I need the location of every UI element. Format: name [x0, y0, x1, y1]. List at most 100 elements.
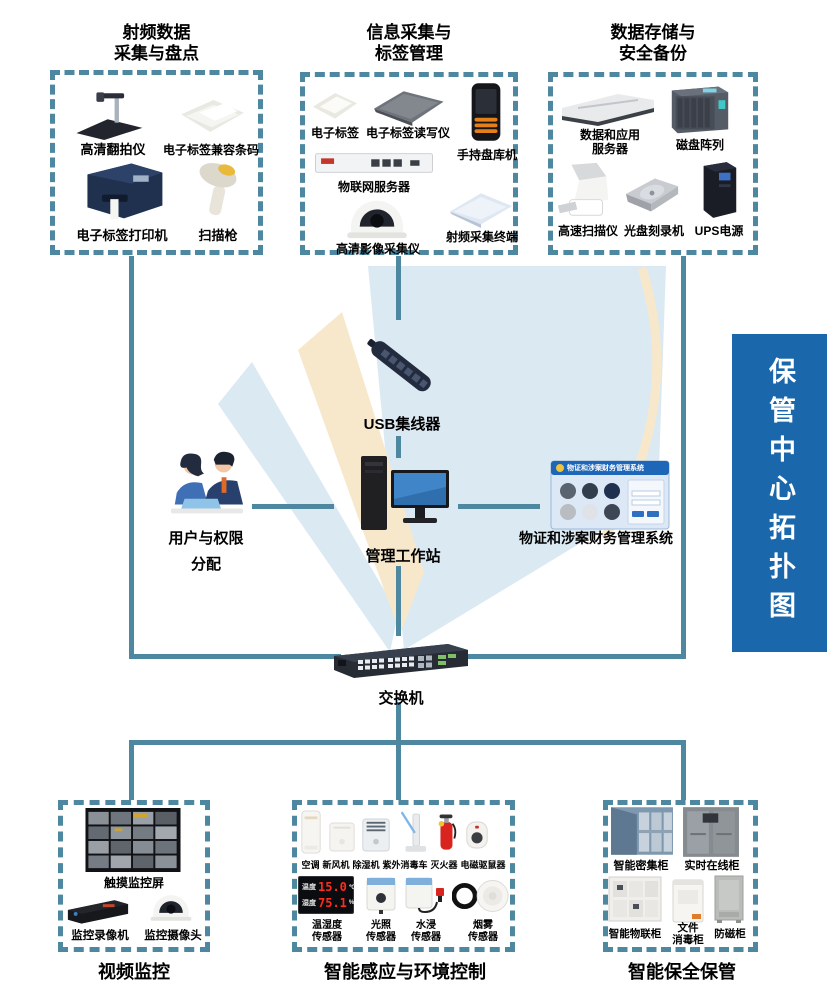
- group-title-line: 射频数据: [122, 23, 191, 42]
- device-label: 监控摄像头: [144, 930, 202, 942]
- switch-label: 交换机: [378, 690, 424, 707]
- rfid-labels-icon: [168, 92, 254, 140]
- device-label: 高速扫描仪: [557, 224, 618, 238]
- rfid-antenna-icon: [442, 186, 520, 228]
- sensor-label: 水浸 传感器: [404, 920, 448, 944]
- connector-line: [129, 740, 134, 800]
- handheld-terminal-icon: [464, 80, 508, 144]
- connector-line: [129, 740, 686, 745]
- group-title-info-label: 信息采集与 标签管理: [300, 22, 518, 64]
- device-label: UPS电源: [694, 224, 744, 238]
- user-rights-label-line: 分配: [190, 555, 221, 573]
- temp-label: 温度: [302, 884, 316, 892]
- device-label: 电子标签打印机: [76, 228, 168, 243]
- sensor-label-line: 传感器: [411, 931, 441, 943]
- device-label: 高清影像采集仪: [335, 242, 420, 256]
- ups-icon: [694, 160, 742, 220]
- rodent-repeller-icon: [464, 818, 490, 852]
- network-switch-icon: [330, 636, 472, 686]
- group-title-line: 安全备份: [619, 44, 687, 63]
- connector-line: [129, 256, 134, 656]
- device-label: 扫描枪: [198, 228, 238, 243]
- usb-hub-icon: [356, 322, 444, 410]
- humidity-unit: %: [348, 899, 355, 906]
- bottom-group-title: 智能感应与环境控制: [324, 962, 486, 982]
- barcode-scanner-icon: [192, 158, 244, 222]
- uv-cart-icon: [396, 808, 428, 854]
- device-label: 实时在线柜: [684, 860, 740, 872]
- device-label: 智能密集柜: [613, 860, 669, 872]
- dome-camera-icon: [340, 194, 414, 242]
- humidity-value: 75.1: [318, 895, 347, 910]
- connector-line: [396, 740, 401, 800]
- temp-unit: ℃: [348, 884, 356, 891]
- group-title-line: 采集与盘点: [114, 44, 199, 63]
- sensor-label: 光照 传感器: [360, 920, 402, 944]
- device-label-line: 消毒柜: [672, 934, 704, 947]
- sensor-label-line: 烟雾: [473, 920, 493, 931]
- appliance-label: 灭火器: [430, 860, 458, 870]
- user-rights-label: 用户与权限 分配: [146, 530, 266, 573]
- device-label-line: 数据和应用: [579, 128, 640, 142]
- sensor-label-line: 传感器: [468, 931, 498, 943]
- high-speed-scanner-icon: [554, 160, 618, 220]
- appliance-label: 空调: [301, 860, 320, 870]
- cctv-wall-icon: [84, 808, 182, 872]
- rack-server-icon: [556, 90, 660, 126]
- usb-hub-label: USB集线器: [363, 416, 441, 433]
- humidity-label: 湿度: [302, 899, 316, 907]
- workstation-pc-icon: [352, 452, 454, 544]
- rfid-label-icon: [308, 88, 362, 122]
- device-label: 磁盘阵列: [675, 138, 724, 152]
- iot-cabinet-icon: [608, 876, 662, 922]
- group-title-line: 标签管理: [375, 44, 443, 63]
- label-printer-icon: [78, 158, 170, 222]
- title-banner: 保管中心拓扑图: [732, 334, 827, 652]
- sensor-label-line: 水浸: [416, 920, 436, 931]
- sensor-label-line: 传感器: [366, 931, 396, 943]
- group-box-secure-storage: [603, 800, 758, 952]
- appliance-label: 电磁驱鼠器: [460, 860, 506, 870]
- appliance-label: 新风机: [322, 860, 350, 870]
- device-label: 高清翻拍仪: [80, 142, 146, 157]
- document-camera-icon: [68, 88, 156, 140]
- connector-line: [462, 654, 686, 659]
- device-label-line: 服务器: [591, 142, 628, 157]
- connector-line: [396, 256, 401, 320]
- fresh-air-unit-icon: [328, 820, 356, 854]
- device-label: 数据和应用 服务器: [562, 128, 658, 156]
- device-label: 光盘刻录机: [623, 224, 684, 238]
- software-window-title: 物证和涉案财务管理系统: [567, 465, 644, 472]
- connector-line: [681, 256, 686, 656]
- dome-camera-icon: [148, 886, 194, 928]
- group-title-storage-backup: 数据存储与 安全备份: [548, 22, 758, 64]
- user-rights-label-line: 用户与权限: [168, 530, 244, 547]
- group-title-rfid-collection: 射频数据 采集与盘点: [50, 22, 263, 64]
- device-label: 电子标签读写仪: [365, 126, 450, 140]
- sensor-label-line: 温湿度: [312, 920, 342, 931]
- group-box-video-surveillance: [58, 800, 210, 952]
- group-box-sensing-environment: [292, 800, 515, 952]
- sensor-label-line: 传感器: [312, 931, 342, 943]
- connector-line: [681, 740, 686, 800]
- iot-server-icon: [310, 150, 438, 176]
- connector-line: [129, 654, 341, 659]
- group-box-storage-backup: [548, 72, 758, 255]
- light-sensor-icon: [364, 874, 398, 914]
- connector-line: [458, 504, 540, 509]
- temp-humidity-display: 温度 15.0 ℃ 湿度 75.1 %: [298, 876, 356, 914]
- device-label: 防磁柜: [714, 928, 746, 940]
- group-box-rfid-collection: [50, 70, 263, 255]
- group-title-line: 数据存储与: [610, 23, 696, 42]
- compact-shelving-icon: [610, 806, 674, 856]
- label-reader-icon: [366, 86, 450, 126]
- appliance-label-row: 空调 新风机 除湿机 紫外消毒车 灭火器 电磁驱鼠器: [294, 858, 513, 871]
- device-label: 监控录像机: [71, 930, 129, 942]
- disk-array-icon: [664, 82, 736, 134]
- group-box-info-label: [300, 72, 518, 255]
- bottom-group-title: 视频监控: [98, 962, 170, 982]
- team-people-icon: [156, 448, 256, 526]
- software-window-icon: [550, 460, 670, 530]
- group-title-line: 信息采集与: [366, 23, 452, 42]
